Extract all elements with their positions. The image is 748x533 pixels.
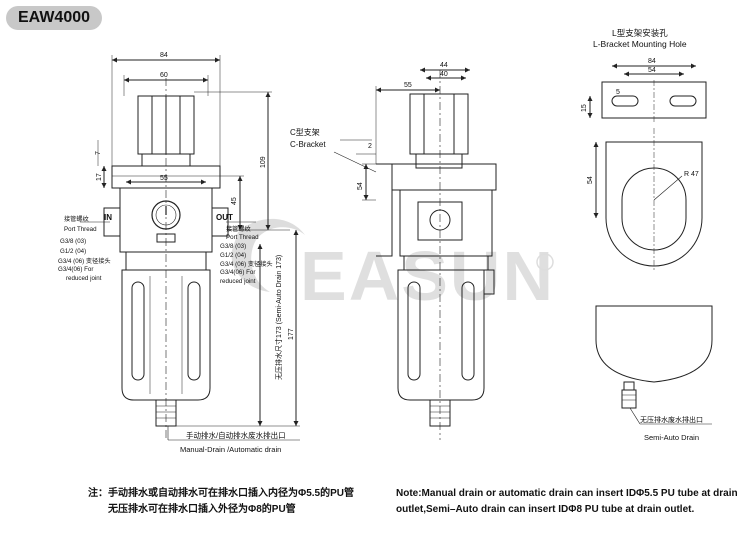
port-thread-left: 接管螺纹 Port Thread G3/8 (03) G1/2 (04) G3/… [58,215,111,282]
svg-text:45: 45 [231,197,238,205]
bracket-text: L型支架安装孔 L-Bracket Mounting Hole 84 54 15… [581,28,703,442]
svg-text:55: 55 [404,82,412,89]
svg-text:OUT: OUT [216,213,233,222]
front-view [80,55,300,441]
svg-text:Manual-Drain /Automatic drain: Manual-Drain /Automatic drain [180,445,281,454]
svg-text:R 47: R 47 [684,171,699,178]
svg-text:40: 40 [440,71,448,78]
l-bracket-view [587,63,713,425]
svg-text:54: 54 [587,176,594,184]
svg-text:接管螺纹: 接管螺纹 [226,225,252,233]
svg-text:C型支架: C型支架 [290,127,320,137]
svg-text:G3/4(06) For: G3/4(06) For [58,266,93,273]
svg-text:L-Bracket Mounting Hole: L-Bracket Mounting Hole [593,39,687,49]
svg-text:R: R [541,258,548,269]
front-dims-text: 84 60 55 45 109 7 17 177 无压排水尺寸173 (Semi… [95,52,295,380]
svg-text:84: 84 [648,58,656,65]
svg-text:7: 7 [95,151,102,155]
svg-text:17: 17 [96,173,103,181]
svg-text:无压排水废水排出口: 无压排水废水排出口 [640,415,703,424]
svg-text:Port Thread: Port Thread [64,226,97,233]
note-en-line-1: Note:Manual drain or automatic drain can… [396,488,738,499]
svg-text:44: 44 [440,62,448,69]
svg-text:G1/2 (04): G1/2 (04) [60,248,86,255]
svg-text:EASUN: EASUN [300,237,555,315]
note-en-line-2: outlet,Semi–Auto drain can insert IDΦ8 P… [396,504,695,515]
svg-text:接管螺纹: 接管螺纹 [64,215,90,223]
port-thread-right: 接管螺纹 Port Thread G3/8 (03) G1/2 (04) G3/… [220,225,273,285]
side-view [333,67,497,440]
svg-text:G3/4 (06) 变径接头: G3/4 (06) 变径接头 [58,257,111,265]
svg-text:54: 54 [357,182,364,190]
watermark: EASUN R [231,218,555,315]
svg-text:G3/4 (06) 变径接头: G3/4 (06) 变径接头 [220,260,273,268]
svg-text:Port Thread: Port Thread [226,234,259,241]
note-cn-line-1: 注：手动排水或自动排水可在排水口插入内径为Φ5.5的PU管 [88,488,355,499]
svg-text:G1/2 (04): G1/2 (04) [220,252,246,259]
svg-text:无压排水尺寸173 (Semi-Auto Drain 173: 无压排水尺寸173 (Semi-Auto Drain 173) [274,255,283,380]
model-badge: EAW4000 [6,6,102,30]
svg-text:C-Bracket: C-Bracket [290,140,326,149]
note-cn-line-2: 无压排水可在排水口插入外径为Φ8的PU管 [108,504,296,515]
svg-text:84: 84 [160,52,168,59]
svg-text:5: 5 [616,89,620,96]
side-dims-text: 44 40 55 2 54 C型支架 C-Bracket [290,62,448,190]
svg-text:2: 2 [368,143,372,150]
note-en: Note:Manual drain or automatic drain can… [396,486,738,518]
drain-label: 手动排水/自动排水废水排出口 Manual-Drain /Automatic d… [180,430,286,454]
svg-text:55: 55 [160,175,168,182]
svg-text:reduced joint: reduced joint [66,275,102,282]
svg-text:reduced joint: reduced joint [220,278,256,285]
svg-text:109: 109 [260,156,267,168]
svg-text:177: 177 [288,328,295,340]
svg-text:L型支架安装孔: L型支架安装孔 [612,28,668,38]
svg-text:G3/8 (03): G3/8 (03) [60,238,86,245]
svg-text:54: 54 [648,67,656,74]
svg-text:G3/4(06) For: G3/4(06) For [220,269,255,276]
svg-text:Semi-Auto Drain: Semi-Auto Drain [644,433,699,442]
svg-text:IN: IN [104,213,112,222]
svg-text:手动排水/自动排水废水排出口: 手动排水/自动排水废水排出口 [186,430,286,440]
svg-text:G3/8 (03): G3/8 (03) [220,243,246,250]
svg-text:60: 60 [160,72,168,79]
svg-text:15: 15 [581,104,588,112]
note-cn: 注：手动排水或自动排水可在排水口插入内径为Φ5.5的PU管 无压排水可在排水口插… [88,486,354,518]
